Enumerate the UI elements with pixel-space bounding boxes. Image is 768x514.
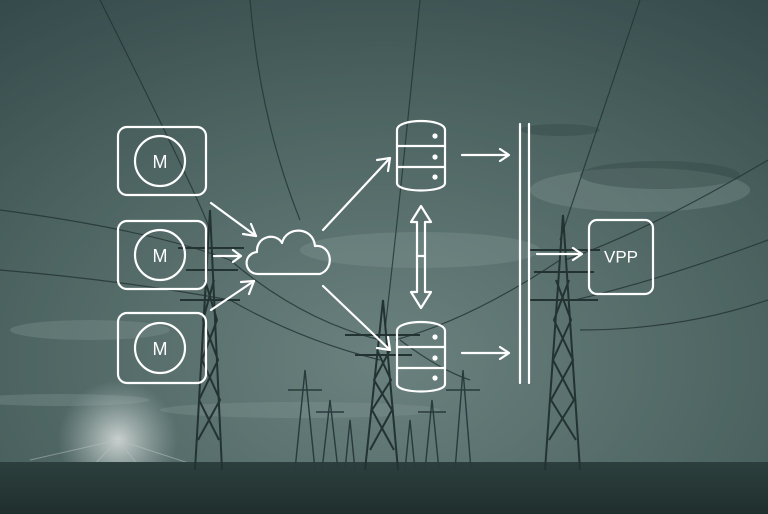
database-server-icon	[395, 120, 447, 192]
cloud-icon	[245, 229, 331, 276]
arrow-meter3-to-cloud	[209, 279, 256, 312]
dark-clouds	[520, 124, 740, 189]
bus-bar	[518, 122, 531, 385]
meter-label-1: M	[153, 152, 168, 172]
arrow-meter2-to-cloud	[212, 248, 243, 264]
arrow-server-top-to-bus	[460, 147, 511, 163]
database-server-icon	[395, 321, 447, 393]
arrow-cloud-to-server-bottom	[321, 284, 392, 352]
vpp-label: VPP	[604, 248, 638, 267]
meter-circle-icon	[133, 134, 187, 188]
double-arrow-icon	[409, 204, 433, 310]
meter-box-3: M	[116, 311, 208, 385]
meter-box-2: M	[116, 219, 208, 291]
vpp-box: VPP	[587, 218, 655, 296]
meter-circle-icon	[133, 321, 187, 375]
arrow-cloud-to-server-top	[321, 156, 392, 232]
meter-label-2: M	[153, 246, 168, 266]
meter-box-1: M	[116, 125, 208, 197]
tower-right	[528, 214, 600, 471]
ground	[0, 462, 768, 514]
tower-center	[345, 299, 420, 471]
meter-circle-icon	[133, 228, 187, 282]
meter-label-3: M	[153, 339, 168, 359]
arrow-bus-to-vpp	[535, 246, 584, 262]
arrow-server-bottom-to-bus	[460, 345, 511, 361]
arrow-meter1-to-cloud	[209, 201, 258, 238]
distant-towers	[288, 369, 480, 471]
